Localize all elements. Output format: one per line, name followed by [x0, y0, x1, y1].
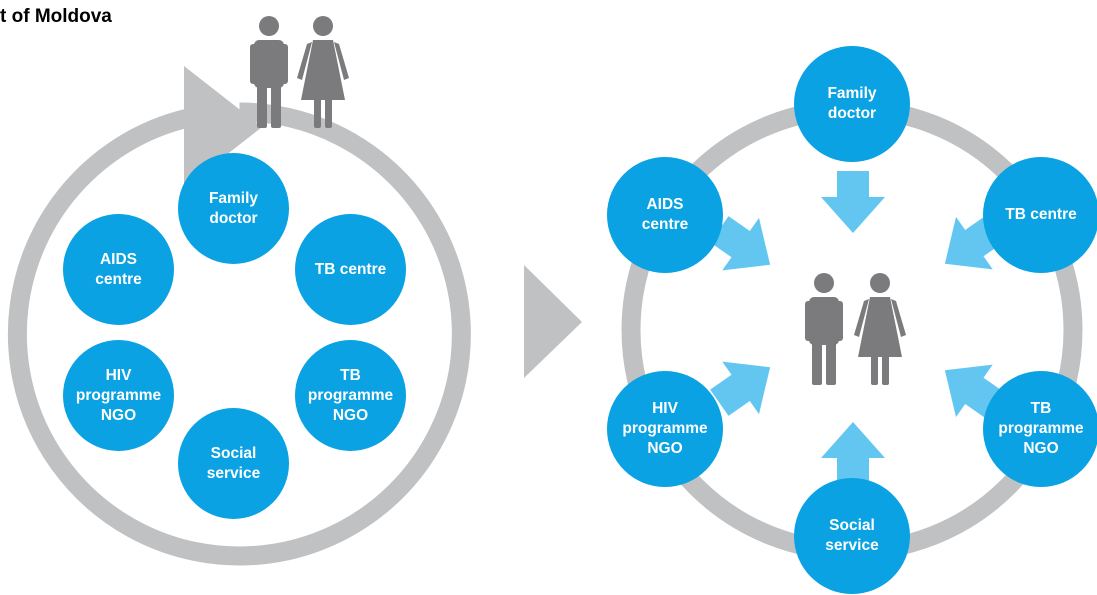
down-arrow-icon	[821, 422, 885, 484]
node-label-line: Social	[210, 444, 257, 462]
node-label: TB centre	[1005, 205, 1077, 225]
node-tb-centre: TB centre	[983, 157, 1097, 273]
play-arrow-icon	[524, 265, 582, 378]
cycle-arrow-icon	[184, 66, 262, 188]
node-label-line: centre	[641, 216, 689, 233]
node-family-doctor: Family doctor	[178, 153, 289, 264]
node-label: AIDS centre	[642, 195, 689, 235]
node-label-line: programme	[998, 420, 1084, 437]
node-label-line: NGO	[100, 406, 137, 424]
node-label-line: programme	[307, 386, 394, 404]
node-label-line: TB	[340, 366, 361, 384]
node-label-line: NGO	[1023, 440, 1059, 457]
node-label-line: TB	[1030, 400, 1052, 417]
node-label-line: programme	[622, 420, 708, 437]
node-label-line: programme	[75, 386, 162, 404]
node-label-line: TB centre	[314, 260, 387, 278]
node-label: Family doctor	[827, 84, 876, 124]
diagram-title: t of Moldova	[0, 6, 112, 27]
node-label-line: centre	[95, 270, 142, 288]
node-label: TB centre	[315, 260, 387, 280]
node-label-line: NGO	[647, 440, 683, 457]
node-label-line: Family	[208, 189, 259, 207]
node-label-line: AIDS	[99, 250, 138, 268]
node-label-line: NGO	[332, 406, 369, 424]
man-woman-icon	[805, 273, 906, 385]
node-label-line: Family	[827, 85, 877, 102]
node-aids-centre: AIDS centre	[607, 157, 723, 273]
node-tb-centre: TB centre	[295, 214, 406, 325]
node-label: Social service	[825, 516, 878, 556]
node-label-line: HIV	[652, 400, 678, 417]
node-label-line: HIV	[105, 366, 132, 384]
node-social-service: Social service	[178, 408, 289, 519]
node-label-line: AIDS	[646, 196, 684, 213]
down-arrow-icon	[821, 171, 885, 233]
node-label: Social service	[207, 444, 260, 484]
node-label: AIDS centre	[95, 250, 142, 290]
cycle-ring	[7, 102, 471, 566]
node-social-service: Social service	[794, 478, 910, 594]
node-aids-centre: AIDS centre	[63, 214, 174, 325]
node-label-line: service	[825, 537, 879, 554]
node-family-doctor: Family doctor	[794, 46, 910, 162]
node-label: Family doctor	[209, 189, 258, 229]
node-label-line: doctor	[827, 105, 877, 122]
node-label-line: Social	[829, 517, 875, 534]
node-label-line: service	[206, 464, 261, 482]
node-label-line: doctor	[209, 209, 258, 227]
node-label-line: TB centre	[1005, 206, 1077, 223]
